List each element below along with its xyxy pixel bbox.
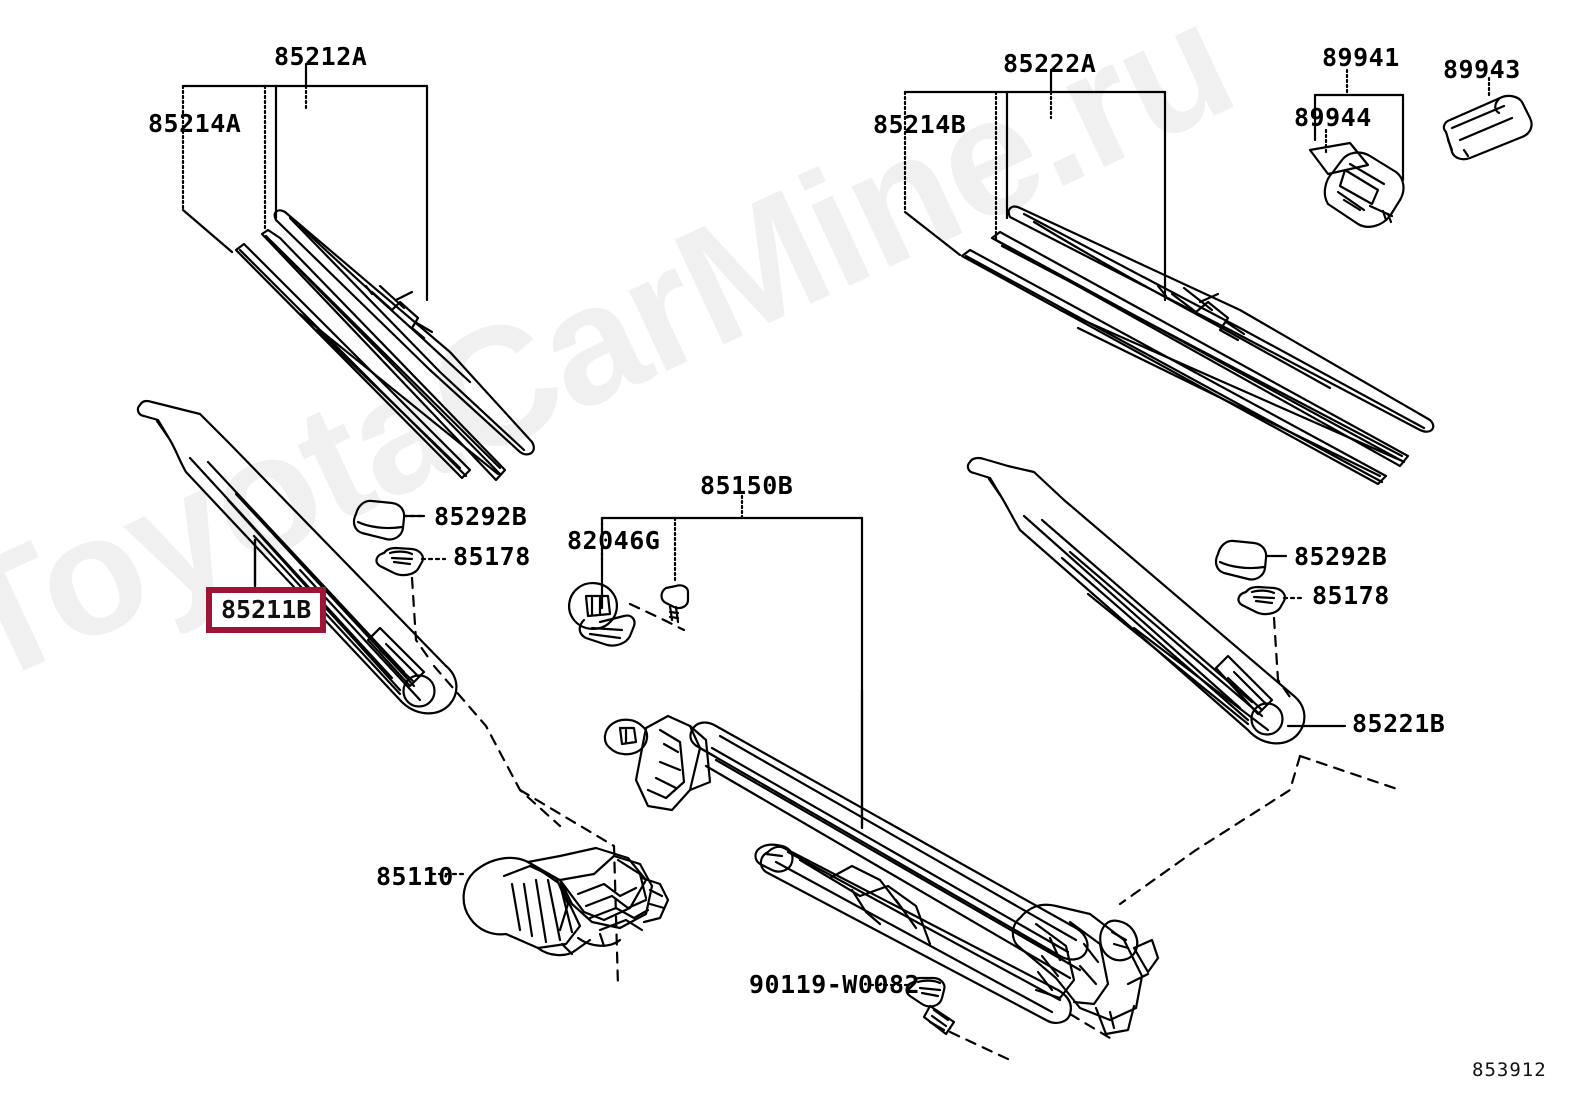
callout-82046g[interactable]: 82046G [567, 526, 661, 555]
callout-89944[interactable]: 89944 [1294, 103, 1372, 132]
part-85178-left-nut [375, 546, 424, 577]
callout-85214b[interactable]: 85214B [873, 110, 967, 139]
left-wiper-blade [234, 209, 535, 482]
wiper-linkage-assembly [603, 714, 1160, 1036]
callout-89943[interactable]: 89943 [1443, 55, 1521, 84]
part-85110-motor [462, 846, 670, 957]
callout-85292b-left[interactable]: 85292B [434, 502, 528, 531]
callout-85110[interactable]: 85110 [376, 862, 454, 891]
part-82046g-grommet [568, 582, 636, 647]
bracket-89941 [1313, 68, 1405, 182]
callout-90119-w0082[interactable]: 90119-W0082 [749, 970, 921, 999]
callout-85150b[interactable]: 85150B [700, 471, 794, 500]
callout-85222a[interactable]: 85222A [1003, 49, 1097, 78]
part-90119-screw [905, 976, 956, 1036]
callout-85214a[interactable]: 85214A [148, 109, 242, 138]
part-85150b-screw [660, 584, 690, 624]
right-wiper-arm [966, 456, 1306, 745]
part-89941-sensor [1323, 151, 1405, 228]
left-wiper-arm [136, 399, 458, 715]
part-89944-pad [1308, 141, 1370, 176]
right-wiper-blade [960, 205, 1435, 486]
bracket-85212a [181, 62, 429, 302]
part-85292b-left-cap [352, 499, 406, 541]
part-85292b-right-cap [1214, 539, 1268, 581]
callout-89941[interactable]: 89941 [1322, 43, 1400, 72]
bracket-85222a [903, 68, 1167, 302]
part-89943-cover [1442, 76, 1533, 161]
sheet-number: 853912 [1472, 1059, 1547, 1081]
callout-85211b-highlighted[interactable]: 85211B [206, 587, 327, 633]
callout-85221b[interactable]: 85221B [1352, 709, 1446, 738]
callout-85178-left[interactable]: 85178 [453, 542, 531, 571]
part-85178-right-nut [1237, 585, 1286, 616]
callout-85212a[interactable]: 85212A [274, 42, 368, 71]
callout-85292b-right[interactable]: 85292B [1294, 542, 1388, 571]
callout-85178-right[interactable]: 85178 [1312, 581, 1390, 610]
